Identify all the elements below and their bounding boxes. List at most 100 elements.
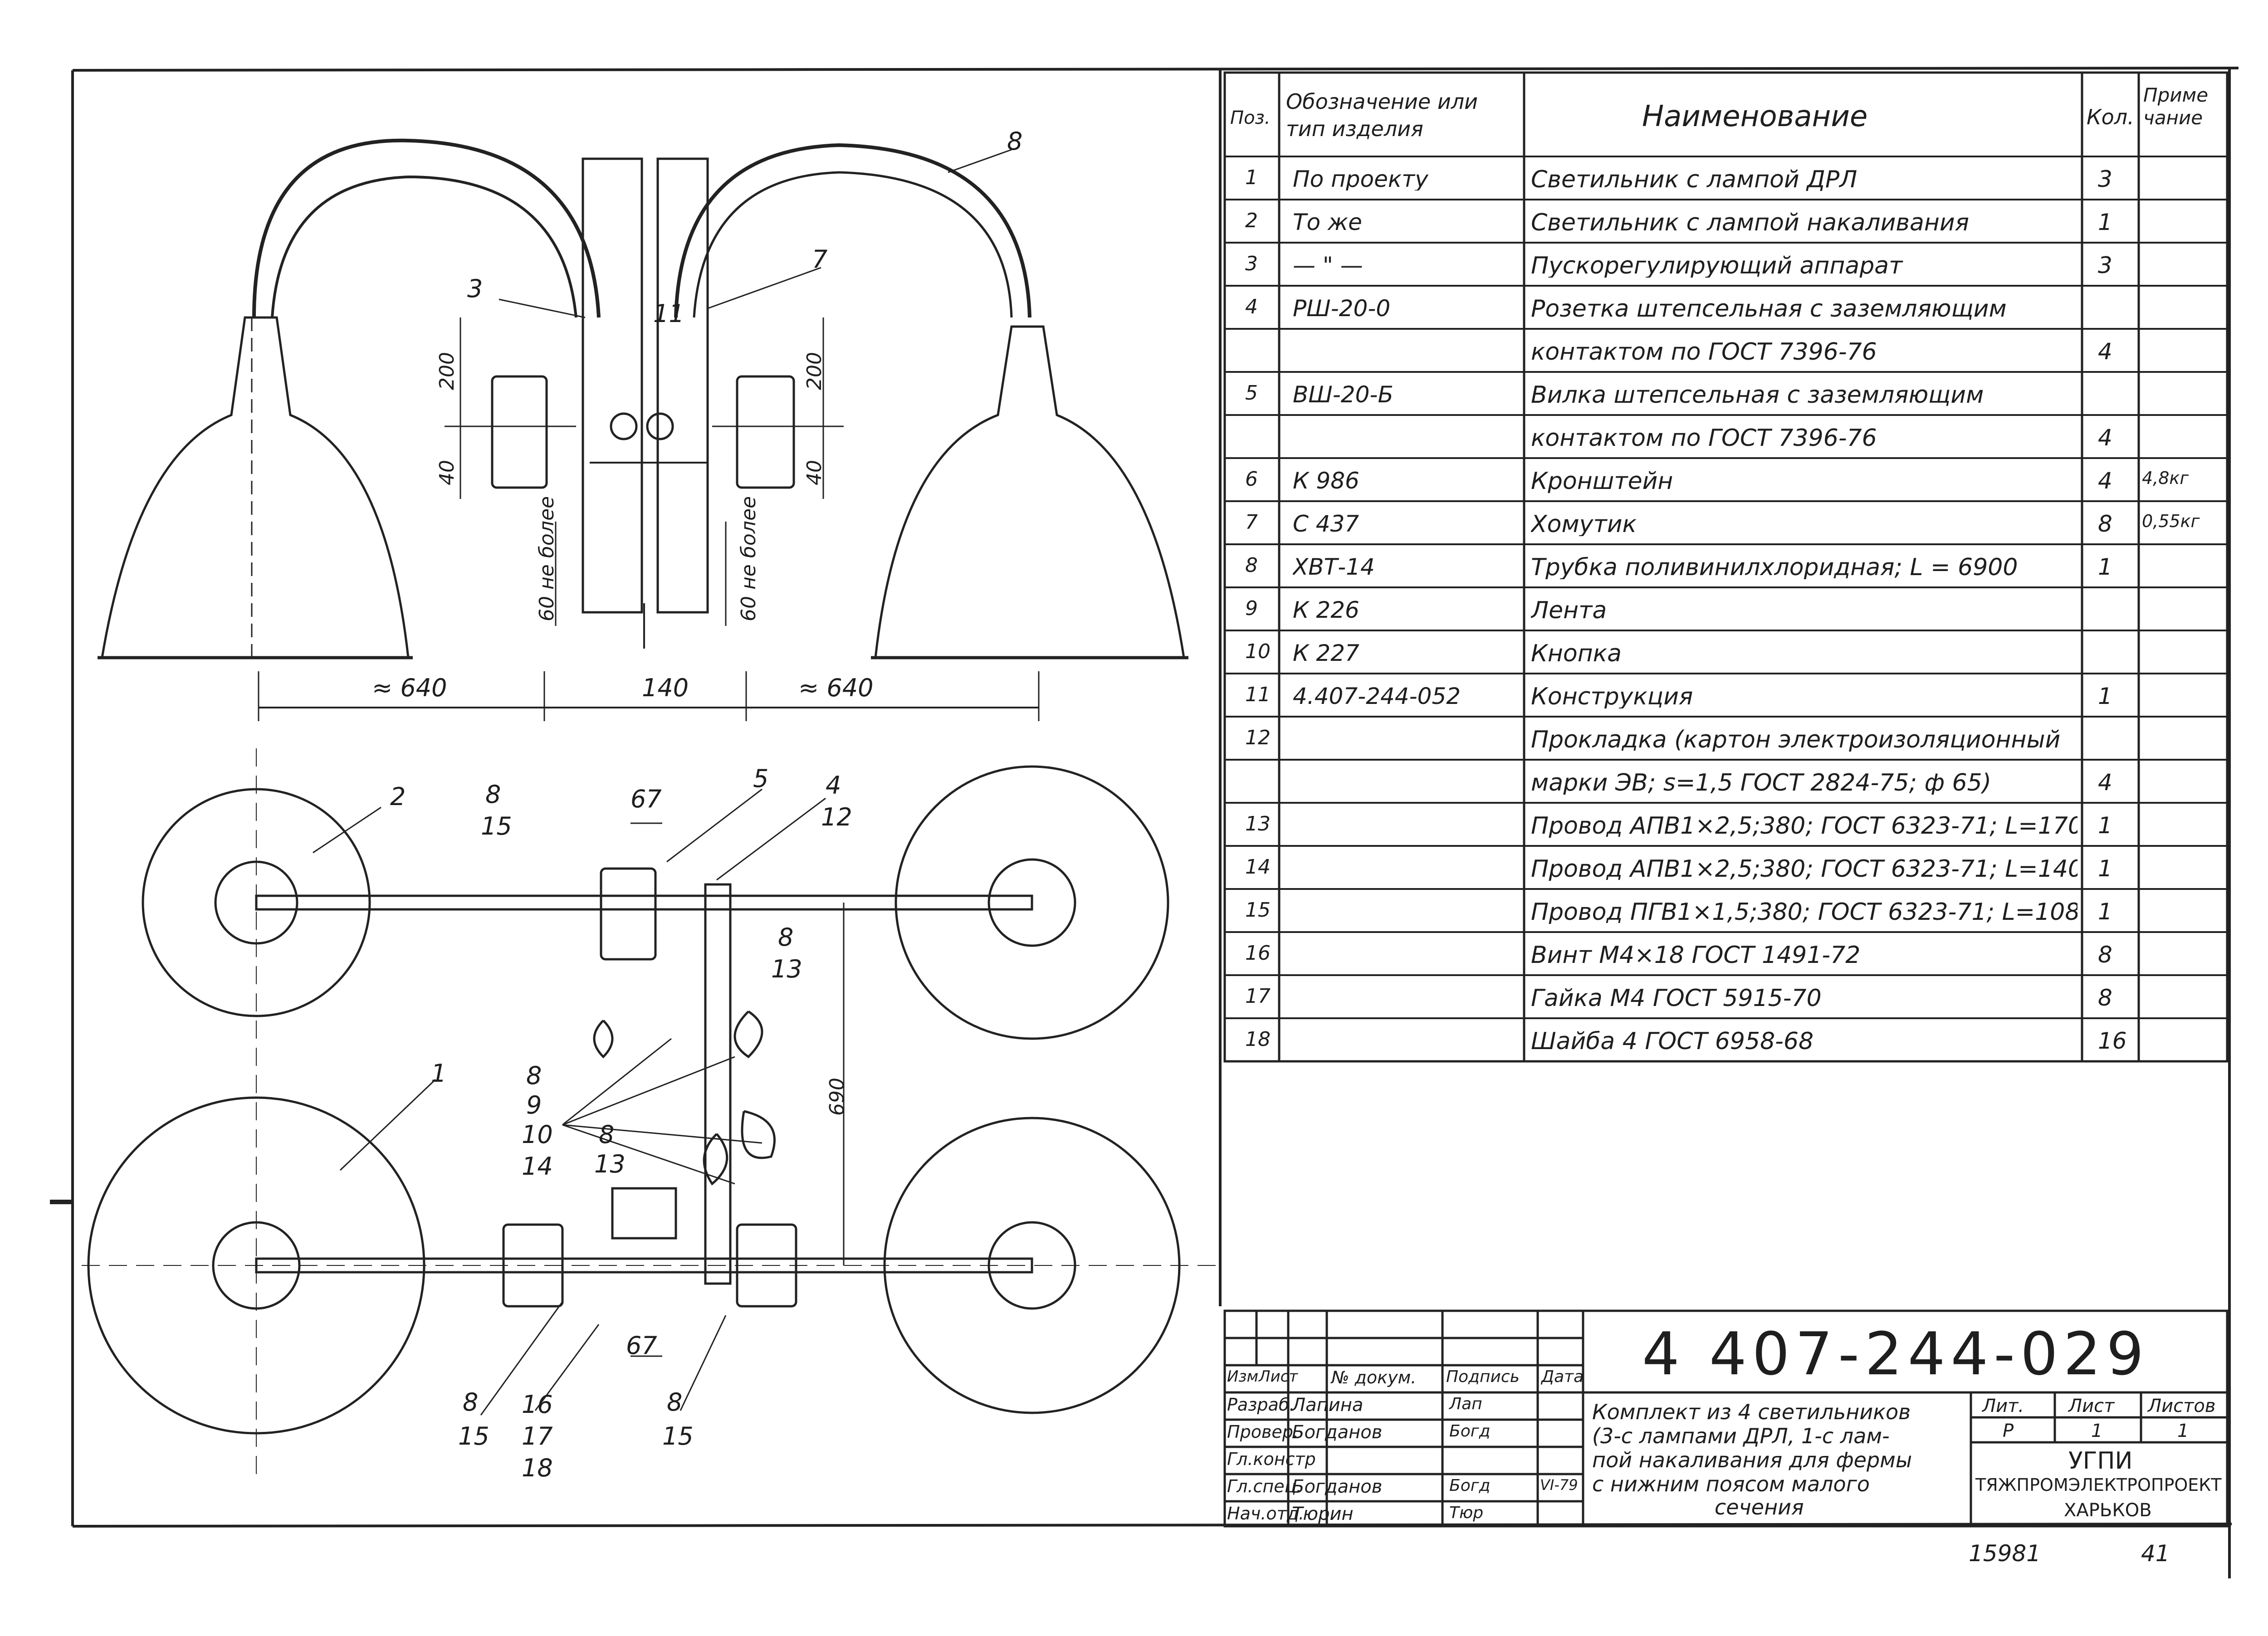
- signature-name: Богданов: [1292, 1422, 1383, 1443]
- col-header-izm: Изм: [1227, 1367, 1259, 1386]
- spec-cell-note: 4,8кг: [2142, 469, 2189, 487]
- spec-cell-name: Кронштейн: [1531, 469, 1673, 493]
- bolt-right: [646, 412, 674, 440]
- left-tube-arc-outer: [252, 138, 601, 318]
- callout-8-mid: 8: [599, 1120, 615, 1149]
- callout-17: 17: [522, 1422, 553, 1450]
- callout-18: 18: [522, 1454, 553, 1482]
- spec-cell-name: Хомутик: [1531, 513, 1637, 536]
- spec-cell-qty: 4: [2098, 469, 2112, 492]
- spec-cell-name: Розетка штепсельная с заземляющим: [1531, 297, 2007, 321]
- spec-cell-qty: 8: [2098, 943, 2112, 966]
- callout-4: 4: [826, 771, 841, 800]
- wire-coil-2: [733, 1010, 763, 1059]
- lit-value: Р: [2003, 1421, 2014, 1441]
- spec-cell-designation: ХВТ-14: [1293, 556, 1375, 578]
- sheets-label: Листов: [2148, 1396, 2216, 1416]
- spec-cell-name: Провод АПВ1×2,5;380; ГОСТ 6323-71; L=170…: [1531, 814, 2077, 838]
- spec-table-row-lines: [1225, 156, 2227, 1062]
- spec-cell-name: контактом по ГОСТ 7396-76: [1531, 426, 1877, 450]
- signature-sign: Тюр: [1449, 1504, 1484, 1522]
- signature-sign: Лап: [1449, 1395, 1482, 1413]
- spec-cell-pos: 2: [1245, 211, 1258, 231]
- signature-role: Провер.: [1227, 1422, 1299, 1442]
- plan-view: [82, 748, 1225, 1474]
- col-header-date: Дата: [1541, 1367, 1584, 1386]
- right-lamp-reflector: [874, 325, 1185, 659]
- spec-cell-name: Лента: [1531, 599, 1607, 622]
- wire-coil-4: [703, 1133, 728, 1186]
- plan-truss-chord: [704, 883, 732, 1285]
- spec-cell-pos: 15: [1245, 900, 1271, 920]
- spec-cell-pos: 12: [1245, 728, 1271, 748]
- spec-cell-name: контактом по ГОСТ 7396-76: [1531, 340, 1877, 364]
- right-tube-arc-inner: [693, 171, 1013, 318]
- truss-chord-left: [582, 157, 643, 614]
- spec-cell-qty: 1: [2098, 900, 2112, 923]
- dim-left-width: ≈ 640: [372, 674, 447, 702]
- dim-200-left: 200: [435, 352, 459, 390]
- left-tube-arc-inner: [271, 175, 577, 318]
- callout-8-right: 8: [778, 923, 794, 952]
- spec-cell-pos: 18: [1245, 1030, 1271, 1050]
- callout-2: 2: [390, 782, 406, 811]
- signature-role: Нач.отд.: [1227, 1504, 1305, 1524]
- wire-coil-3: [741, 1110, 776, 1159]
- col-header-list: Лист: [1259, 1367, 1298, 1386]
- spec-cell-pos: 17: [1245, 986, 1271, 1006]
- signature-name: Лапина: [1292, 1395, 1364, 1416]
- spec-cell-designation: РШ-20-0: [1293, 297, 1391, 320]
- dim-center-width: 140: [642, 674, 689, 702]
- dim-60-max-right: 60 не более: [737, 496, 760, 621]
- spec-cell-name: Конструкция: [1531, 685, 1693, 708]
- dim-right-width: ≈ 640: [798, 674, 874, 702]
- ballast-left: [491, 375, 548, 489]
- spec-cell-qty: 8: [2098, 986, 2112, 1009]
- spec-cell-name: Провод ПГВ1×1,5;380; ГОСТ 6323-71; L=108…: [1531, 900, 2077, 924]
- spec-cell-qty: 1: [2098, 857, 2112, 880]
- spec-cell-name: Прокладка (картон электроизоляционный: [1531, 728, 2061, 752]
- org-line-1: УГПИ: [2068, 1447, 2133, 1475]
- spec-cell-qty: 16: [2098, 1030, 2127, 1052]
- spec-header-qty: Кол.: [2087, 107, 2134, 127]
- spec-header-name: Наименование: [1642, 102, 1868, 131]
- callout-7: 7: [812, 245, 828, 273]
- signature-sign: Богд: [1449, 1476, 1491, 1495]
- left-lamp-reflector: [101, 316, 410, 659]
- callout-3: 3: [467, 274, 483, 303]
- spec-cell-qty: 1: [2098, 814, 2112, 837]
- spec-cell-qty: 1: [2098, 211, 2112, 234]
- callout-10: 10: [522, 1120, 553, 1149]
- spec-cell-designation: ВШ-20-Б: [1293, 383, 1393, 406]
- front-view: [98, 138, 1188, 721]
- spec-header-pos: Поз.: [1230, 109, 1271, 127]
- dim-40-right: 40: [803, 460, 826, 485]
- signature-sign: Богд: [1449, 1422, 1491, 1441]
- callout-9: 9: [526, 1091, 542, 1119]
- spec-cell-pos: 9: [1245, 599, 1258, 619]
- spec-cell-qty: 4: [2098, 426, 2112, 449]
- dim-60-max-left: 60 не более: [535, 496, 558, 621]
- frame-bottom-line: [72, 1523, 2232, 1528]
- plan-lamp-topright-inner: [987, 858, 1076, 947]
- callout-1: 1: [431, 1059, 447, 1088]
- spec-cell-qty: 8: [2098, 513, 2112, 535]
- title-block-grid: [1223, 1309, 2229, 1528]
- title-line-5: сечения: [1715, 1495, 1804, 1519]
- callout-8-group: 8: [526, 1061, 542, 1090]
- dim-690: 690: [826, 1078, 849, 1116]
- dim-67-bottom: 67: [626, 1331, 657, 1360]
- truss-chord-right: [656, 157, 709, 614]
- spec-cell-pos: 3: [1245, 254, 1258, 274]
- spec-cell-designation: По проекту: [1293, 168, 1428, 190]
- title-line-2: (3-с лампами ДРЛ, 1-с лам-: [1592, 1424, 1890, 1448]
- callout-11: 11: [653, 299, 684, 328]
- signature-role: Разраб.: [1227, 1395, 1295, 1415]
- spec-cell-name: Шайба 4 ГОСТ 6958-68: [1531, 1030, 1814, 1053]
- spec-cell-name: Светильник с лампой накаливания: [1531, 211, 1969, 234]
- spec-cell-pos: 7: [1245, 513, 1258, 532]
- lit-label: Лит.: [1982, 1396, 2024, 1416]
- spec-cell-name: Пускорегулирующий аппарат: [1531, 254, 1903, 278]
- signature-name: Тюрин: [1292, 1504, 1354, 1524]
- dim-200-right: 200: [803, 352, 826, 390]
